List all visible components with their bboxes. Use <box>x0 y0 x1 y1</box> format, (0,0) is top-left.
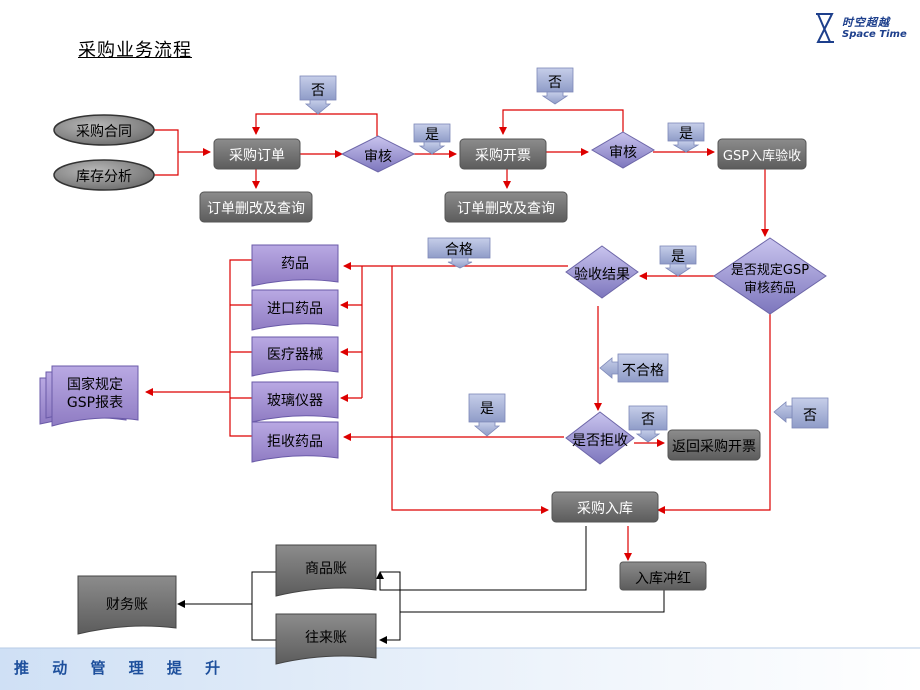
node-purchase-storage: 采购入库 <box>577 501 633 517</box>
node-finance-ledger: 财务账 <box>106 597 148 613</box>
node-inventory-analysis: 库存分析 <box>76 169 132 185</box>
logo-en: Space Time <box>842 29 907 40</box>
node-accounts-ledger: 往来账 <box>305 630 347 646</box>
tag-yes-2: 是 <box>679 126 693 142</box>
hourglass-icon <box>816 13 834 43</box>
node-order-edit-1: 订单删改及查询 <box>207 201 305 217</box>
node-glass-instrument: 玻璃仪器 <box>267 393 323 409</box>
node-rejected-drug: 拒收药品 <box>267 434 323 450</box>
node-gsp-report-line2: GSP报表 <box>66 395 124 411</box>
inventory-ellipse <box>53 159 155 191</box>
node-gsp-inspection: GSP入库验收 <box>722 149 802 164</box>
node-gsp-check-line1: 是否规定GSP <box>730 263 810 278</box>
node-gsp-report-line1: 国家规定 <box>67 377 123 393</box>
tag-yes-4: 是 <box>480 401 494 417</box>
gsp-report-stack <box>39 365 139 427</box>
node-inspection-result: 验收结果 <box>574 267 630 283</box>
logo-cn: 时空超越 <box>842 16 890 29</box>
node-imported-drug: 进口药品 <box>267 301 323 317</box>
tag-unqualified: 不合格 <box>622 363 664 379</box>
contract-ellipse <box>53 114 155 146</box>
tag-yes-1: 是 <box>425 127 439 143</box>
node-purchase-order: 采购订单 <box>229 148 285 164</box>
logo: 时空超越 Space Time <box>806 10 916 46</box>
tag-no-2: 否 <box>548 75 562 91</box>
node-purchase-invoice: 采购开票 <box>475 148 531 164</box>
node-order-edit-2: 订单删改及查询 <box>457 201 555 217</box>
tag-no-4: 否 <box>803 408 817 424</box>
tag-yes-3: 是 <box>671 249 685 265</box>
node-storage-reversal: 入库冲红 <box>635 571 691 587</box>
tag-no-1: 否 <box>311 83 325 99</box>
tag-no-3: 否 <box>641 412 655 428</box>
node-medical-device: 医疗器械 <box>267 347 323 363</box>
node-gsp-check-line2: 审核药品 <box>743 281 796 296</box>
node-goods-ledger: 商品账 <box>305 561 347 577</box>
tag-qualified: 合格 <box>445 242 473 258</box>
node-review-2: 审核 <box>609 145 637 161</box>
node-drug: 药品 <box>281 256 309 272</box>
page-title: 采购业务流程 <box>78 40 192 61</box>
node-return-invoice: 返回采购开票 <box>672 439 756 455</box>
node-reject-decision: 是否拒收 <box>572 433 628 449</box>
node-review-1: 审核 <box>364 149 392 165</box>
node-contract: 采购合同 <box>76 124 132 140</box>
footer-slogan: 推 动 管 理 提 升 <box>14 659 230 677</box>
